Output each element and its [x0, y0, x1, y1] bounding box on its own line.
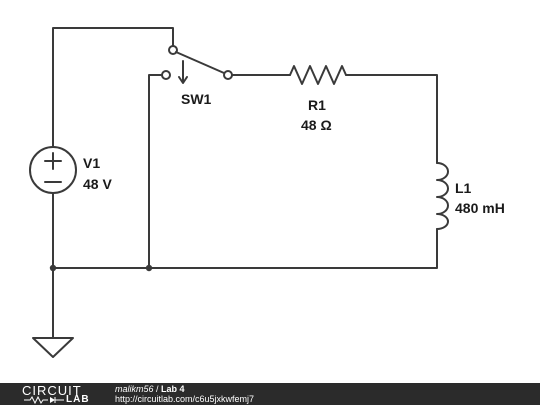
meta-separator: / [153, 384, 162, 394]
label-r1-value: 48 Ω [301, 117, 332, 133]
switch-sw1 [161, 45, 233, 84]
logo-wordmark-bottom: LAB [66, 394, 90, 405]
label-r1-name: R1 [308, 97, 326, 113]
switch-alt-terminal [161, 70, 171, 80]
ground-icon [32, 337, 74, 358]
wire-switch-alt-contact [148, 74, 163, 269]
wire-top-left [52, 27, 174, 148]
resistor-r1 [289, 65, 347, 85]
circuitlab-logo: CIRCUIT LAB [22, 383, 102, 405]
switch-blade [175, 51, 225, 74]
label-v1-name: V1 [83, 155, 100, 171]
author-link[interactable]: malikm56 [115, 384, 154, 394]
logo-resistor-icon [24, 396, 64, 404]
label-sw1-name: SW1 [181, 91, 212, 107]
footer-bar: CIRCUIT LAB malikm56 / Lab 4 http://circ… [0, 383, 540, 405]
wire-inductor-bottom [52, 228, 438, 269]
circuit-meta: malikm56 / Lab 4 http://circuitlab.com/c… [115, 384, 254, 404]
circuit-url-link[interactable]: http://circuitlab.com/c6u5jxkwfemj7 [115, 394, 255, 404]
voltage-source-body [29, 146, 77, 194]
inductor-l1 [436, 162, 449, 230]
label-v1-value: 48 V [83, 176, 112, 192]
schematic-diagram: V1 48 V SW1 R1 48 Ω L1 480 mH [29, 27, 505, 358]
wire-resistor-to-inductor [345, 74, 438, 164]
logo-wordmark-top: CIRCUIT [22, 383, 82, 398]
junction-dot-mid [145, 264, 153, 272]
switch-throw-terminal [223, 70, 233, 80]
label-l1-name: L1 [455, 180, 472, 196]
circuit-title[interactable]: Lab 4 [161, 384, 185, 394]
voltage-source-v1 [29, 146, 77, 194]
junction-dot-left [49, 264, 57, 272]
label-l1-value: 480 mH [455, 200, 505, 216]
